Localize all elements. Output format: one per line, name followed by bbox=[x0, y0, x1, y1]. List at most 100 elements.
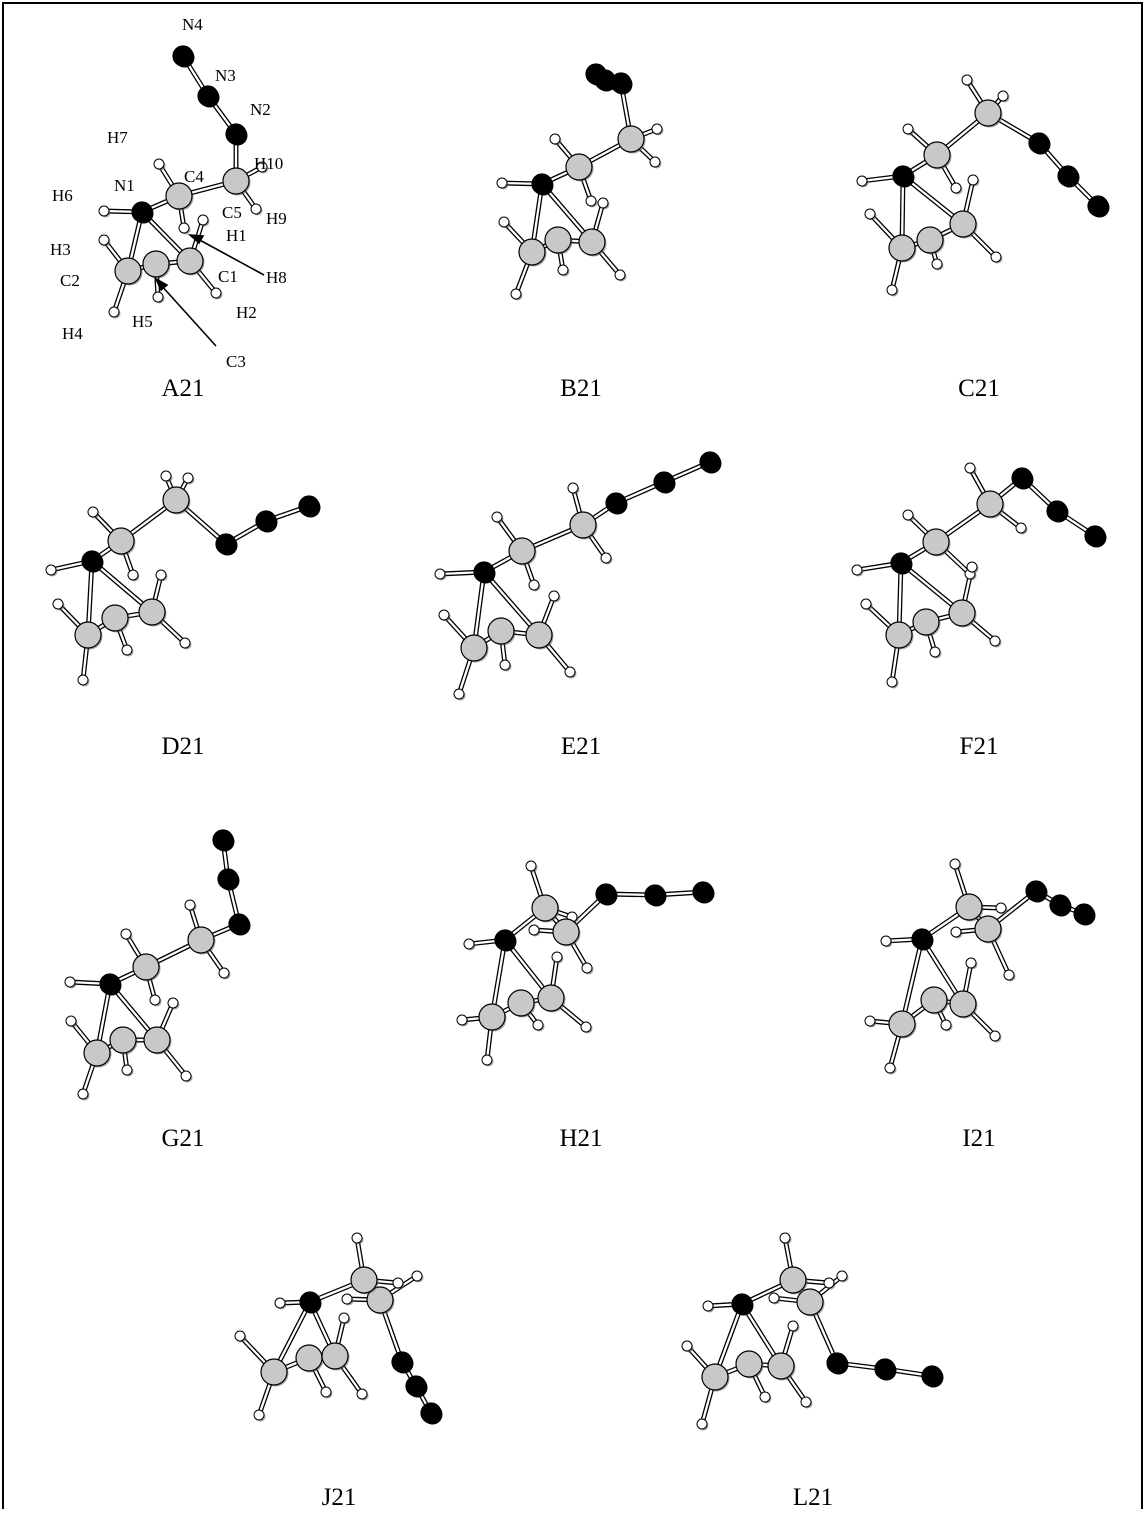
hydrogen-atom bbox=[966, 561, 978, 573]
nitrogen-atom bbox=[1011, 467, 1033, 489]
atom-label: H9 bbox=[266, 209, 287, 228]
panel-d: D21 bbox=[45, 470, 321, 760]
hydrogen-atom bbox=[548, 590, 560, 602]
panel-g: G21 bbox=[64, 829, 251, 1152]
panel-c: C21 bbox=[856, 74, 1110, 402]
carbon-atom bbox=[350, 1266, 378, 1294]
hydrogen-atom bbox=[800, 1396, 812, 1408]
carbon-atom bbox=[107, 527, 135, 555]
carbon-atom bbox=[701, 1363, 729, 1391]
hydrogen-atom bbox=[180, 1070, 192, 1082]
panel-j: J21 bbox=[234, 1232, 443, 1511]
atom-label: H4 bbox=[62, 324, 83, 343]
hydrogen-atom bbox=[580, 1021, 592, 1033]
carbon-atom bbox=[295, 1344, 323, 1372]
carbon-atom bbox=[508, 537, 536, 565]
carbon-atom bbox=[525, 621, 553, 649]
hydrogen-atom bbox=[274, 1297, 286, 1309]
nitrogen-atom bbox=[1046, 500, 1068, 522]
molecule-i bbox=[864, 858, 1096, 1075]
carbon-atom bbox=[165, 182, 193, 210]
hydrogen-atom bbox=[108, 306, 120, 318]
hydrogen-atom bbox=[990, 251, 1002, 263]
hydrogen-atom bbox=[614, 269, 626, 281]
hydrogen-atom bbox=[950, 926, 962, 938]
hydrogen-atom bbox=[253, 1409, 265, 1421]
nitrogen-atom bbox=[653, 471, 675, 493]
hydrogen-atom bbox=[160, 470, 172, 482]
nitrogen-atom bbox=[217, 868, 239, 890]
panel-caption: H21 bbox=[559, 1125, 602, 1152]
hydrogen-atom bbox=[600, 552, 612, 564]
hydrogen-atom bbox=[836, 1270, 848, 1282]
atom-label: H1 bbox=[226, 226, 247, 245]
hydrogen-atom bbox=[940, 1019, 952, 1031]
carbon-atom bbox=[920, 986, 948, 1014]
hydrogen-atom bbox=[551, 951, 563, 963]
carbon-atom bbox=[617, 125, 645, 153]
hydrogen-atom bbox=[967, 174, 979, 186]
molecule-j bbox=[234, 1232, 443, 1425]
carbon-atom bbox=[552, 918, 580, 946]
hydrogen-atom bbox=[949, 858, 961, 870]
hydrogen-atom bbox=[178, 222, 190, 234]
panel-f: F21 bbox=[851, 462, 1107, 760]
carbon-atom bbox=[974, 915, 1002, 943]
hydrogen-atom bbox=[411, 1270, 423, 1282]
hydrogen-atom bbox=[880, 935, 892, 947]
carbon-atom bbox=[138, 598, 166, 626]
hydrogen-atom bbox=[152, 291, 164, 303]
nitrogen-atom bbox=[473, 561, 495, 583]
hydrogen-atom bbox=[155, 569, 167, 581]
atom-label: C3 bbox=[226, 352, 246, 371]
hydrogen-atom bbox=[864, 1015, 876, 1027]
hydrogen-atom bbox=[929, 646, 941, 658]
carbon-atom bbox=[779, 1266, 807, 1294]
nitrogen-atom bbox=[197, 85, 219, 107]
hydrogen-atom bbox=[120, 928, 132, 940]
hydrogen-atom bbox=[851, 564, 863, 576]
carbon-atom bbox=[767, 1352, 795, 1380]
carbon-atom bbox=[537, 984, 565, 1012]
panel-i: I21 bbox=[864, 858, 1096, 1152]
atom-label: H6 bbox=[52, 186, 73, 205]
carbon-atom bbox=[507, 989, 535, 1017]
hydrogen-atom bbox=[651, 123, 663, 135]
molecule-e bbox=[434, 451, 722, 701]
hydrogen-atom bbox=[210, 287, 222, 299]
carbon-atom bbox=[187, 926, 215, 954]
carbon-atom bbox=[321, 1342, 349, 1370]
carbon-atom bbox=[83, 1039, 111, 1067]
hydrogen-atom bbox=[510, 288, 522, 300]
nitrogen-atom bbox=[644, 884, 666, 906]
hydrogen-atom bbox=[759, 1391, 771, 1403]
nitrogen-atom bbox=[1049, 894, 1071, 916]
hydrogen-atom bbox=[351, 1232, 363, 1244]
hydrogen-atom bbox=[681, 1340, 693, 1352]
hydrogen-atom bbox=[498, 216, 510, 228]
hydrogen-atom bbox=[98, 205, 110, 217]
atom-labels-a: N4 N3 N2 H7 H10 N1 C4 H6 C5 H9 H1 H3 H8 … bbox=[50, 15, 287, 371]
molecule-d bbox=[45, 470, 321, 687]
panel-caption: B21 bbox=[560, 375, 602, 402]
nitrogen-atom bbox=[172, 45, 194, 67]
carbon-atom bbox=[888, 1010, 916, 1038]
carbon-atom bbox=[544, 226, 572, 254]
carbon-atom bbox=[460, 634, 488, 662]
hydrogen-atom bbox=[585, 195, 597, 207]
nitrogen-atom bbox=[212, 829, 234, 851]
hydrogen-atom bbox=[167, 997, 179, 1009]
nitrogen-atom bbox=[131, 201, 153, 223]
carbon-atom bbox=[132, 953, 160, 981]
carbon-atom bbox=[948, 599, 976, 627]
atom-label: C1 bbox=[218, 267, 238, 286]
hydrogen-atom bbox=[989, 1030, 1001, 1042]
nitrogen-atom bbox=[225, 123, 247, 145]
nitrogen-atom bbox=[494, 929, 516, 951]
carbon-atom bbox=[949, 990, 977, 1018]
hydrogen-atom bbox=[528, 924, 540, 936]
panel-caption: I21 bbox=[962, 1125, 995, 1152]
hydrogen-atom bbox=[77, 1088, 89, 1100]
nitrogen-atom bbox=[228, 913, 250, 935]
